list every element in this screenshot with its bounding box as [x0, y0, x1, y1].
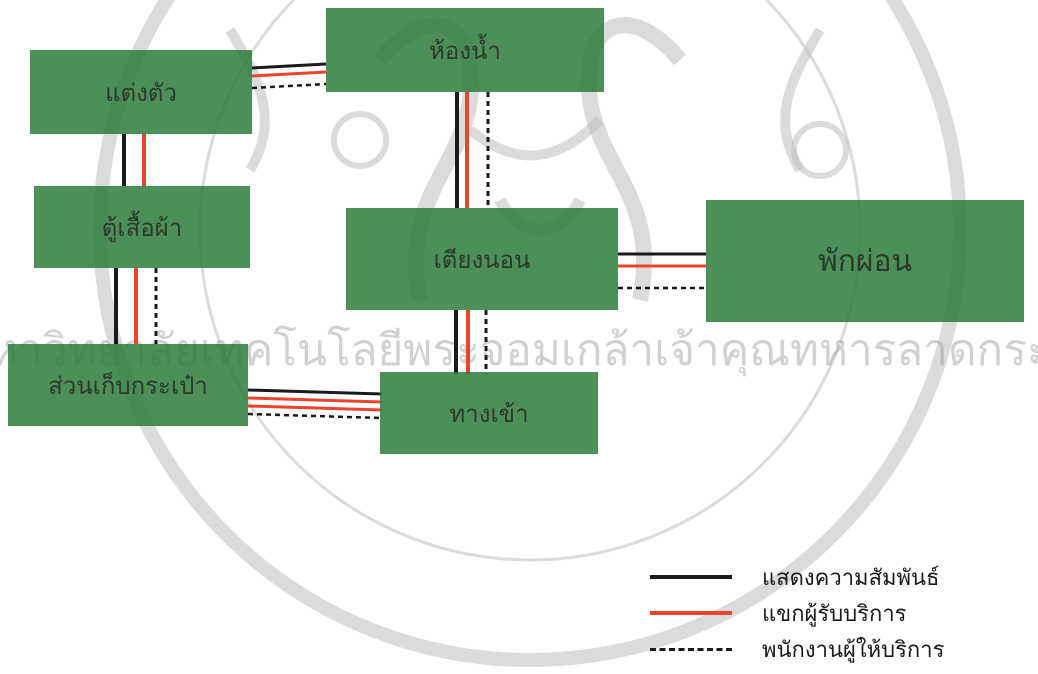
room-luggage-label: ส่วนเก็บกระเป๋า	[48, 371, 208, 400]
room-bathroom-label: ห้องน้ำ	[429, 36, 501, 65]
room-entrance-label: ทางเข้า	[449, 399, 529, 428]
room-wardrobe-label: ตู้เสื้อผ้า	[101, 213, 183, 242]
room-bed: เตียงนอน	[346, 208, 618, 310]
legend-swatch-solid-red	[650, 611, 732, 615]
room-entrance: ทางเข้า	[380, 372, 598, 454]
legend-label-relationship: แสดงความสัมพันธ์	[762, 565, 940, 591]
room-dressing: แต่งตัว	[30, 50, 252, 134]
legend-swatch-dashed-black	[650, 647, 732, 651]
room-relax: พักผ่อน	[706, 200, 1024, 322]
legend: แสดงความสัมพันธ์ แขกผู้รับบริการ พนักงาน…	[650, 558, 1038, 674]
link-bed-entrance	[454, 310, 488, 374]
room-dressing-label: แต่งตัว	[105, 78, 177, 107]
legend-item-guest: แขกผู้รับบริการ	[650, 596, 1038, 630]
legend-label-guest: แขกผู้รับบริการ	[762, 601, 907, 627]
link-bed-relax	[618, 252, 706, 290]
room-luggage: ส่วนเก็บกระเป๋า	[8, 344, 248, 426]
legend-label-staff: พนักงานผู้ให้บริการ	[762, 637, 945, 663]
link-luggage-entrance	[247, 388, 383, 420]
link-wardrobe-luggage	[114, 268, 158, 344]
room-bed-label: เตียงนอน	[433, 245, 531, 274]
room-relax-label: พักผ่อน	[817, 243, 913, 279]
room-bathroom: ห้องน้ำ	[326, 8, 604, 92]
legend-item-staff: พนักงานผู้ให้บริการ	[650, 632, 1038, 666]
legend-item-relationship: แสดงความสัมพันธ์	[650, 560, 1038, 594]
link-bathroom-bed	[455, 92, 490, 208]
legend-swatch-solid-black	[650, 575, 732, 579]
link-dressing-wardrobe	[122, 134, 146, 186]
room-wardrobe: ตู้เสื้อผ้า	[34, 186, 250, 268]
link-dressing-bathroom	[251, 62, 327, 90]
